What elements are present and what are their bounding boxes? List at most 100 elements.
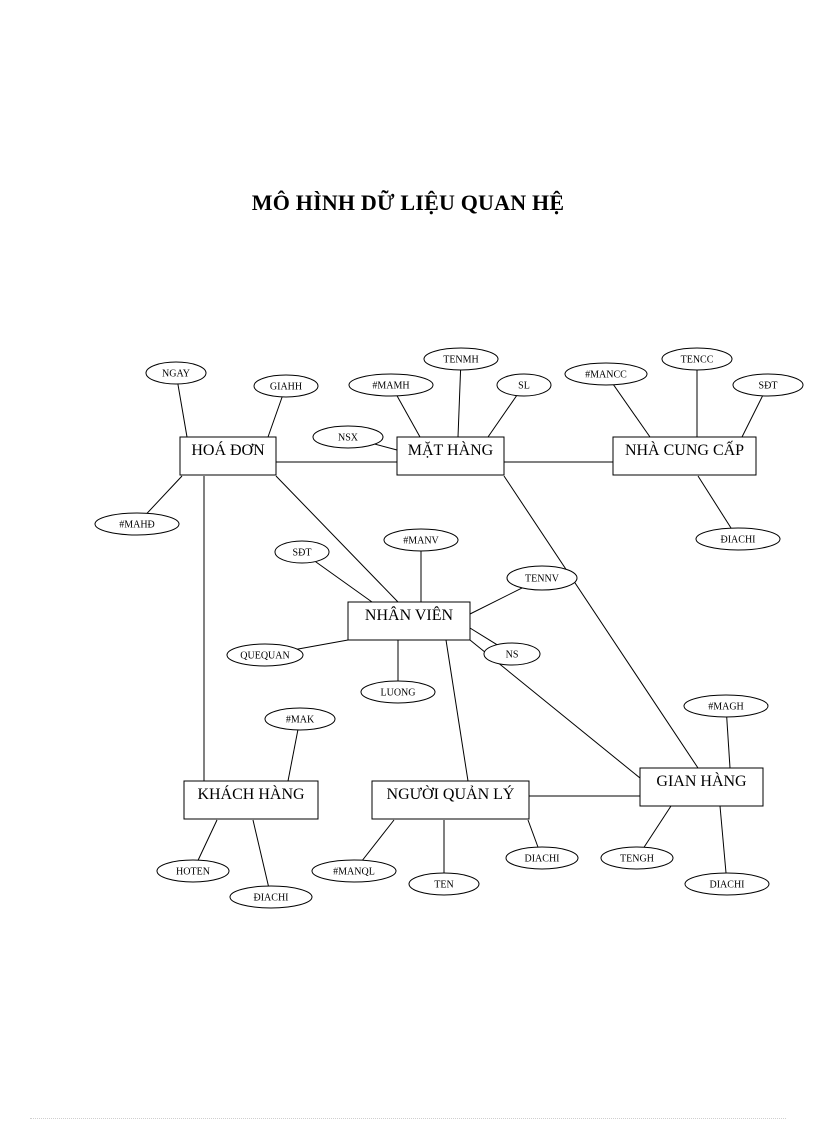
attribute-label: SĐT	[293, 548, 312, 559]
attribute-kh-mak: #MAK	[264, 707, 336, 731]
attribute-nv-sdt: SĐT	[274, 540, 330, 564]
attribute-mh-mamh: #MAMH	[348, 373, 434, 397]
attribute-mh-tenmh: TENMH	[423, 347, 499, 371]
entity-label: MẶT HÀNG	[408, 440, 494, 459]
attribute-oval	[312, 425, 384, 449]
attribute-mh-sl: SL	[496, 373, 552, 397]
attribute-nql-diachi: DIACHI	[505, 846, 579, 870]
attribute-connector-kh-diachi	[252, 819, 272, 898]
attribute-ncc-sdt: SĐT	[732, 373, 804, 397]
entity-label: GIAN HÀNG	[656, 771, 747, 790]
entity-label: NHÀ CUNG CẤP	[625, 440, 744, 459]
attribute-layer: NGAYGIAHH#MAHĐNSX#MAMHTENMHSL#MANCCTENCC…	[94, 347, 804, 909]
attribute-label: TENMH	[443, 355, 479, 366]
entity-box	[396, 436, 505, 476]
attribute-nql-ten: TEN	[408, 872, 480, 896]
attribute-label: TENGH	[620, 854, 654, 865]
entity-label: HOÁ ĐƠN	[191, 440, 265, 459]
attribute-oval	[156, 859, 230, 883]
attribute-oval	[506, 565, 578, 591]
entity-khachhang: KHÁCH HÀNG	[183, 780, 319, 820]
attribute-label: #MANQL	[333, 867, 375, 878]
entity-box	[639, 767, 764, 807]
entity-box	[347, 601, 471, 641]
attribute-oval	[383, 528, 459, 552]
attribute-label: #MANCC	[585, 370, 627, 381]
attribute-hd-ngay: NGAY	[145, 361, 207, 385]
attribute-label: SĐT	[759, 381, 778, 392]
attribute-label: GIAHH	[270, 382, 302, 393]
attribute-connector-mh-tenmh	[457, 358, 462, 438]
attribute-label: #MAHĐ	[119, 520, 155, 531]
attribute-oval	[311, 859, 397, 883]
attribute-oval	[683, 694, 769, 718]
attribute-nv-ns: NS	[483, 642, 541, 666]
entity-nhacungcap: NHÀ CUNG CẤP	[612, 436, 757, 476]
attribute-oval	[253, 374, 319, 398]
attribute-oval	[684, 872, 770, 896]
attribute-label: SL	[518, 381, 530, 392]
attribute-nv-luong: LUONG	[360, 680, 436, 704]
attribute-label: #MAGH	[708, 702, 744, 713]
attribute-nql-manql: #MANQL	[311, 859, 397, 883]
attribute-hd-mahd: #MAHĐ	[94, 512, 180, 536]
attribute-oval	[496, 373, 552, 397]
entity-label: NGƯỜI QUẢN LÝ	[387, 784, 515, 803]
entity-nhanvien: NHÂN VIÊN	[347, 601, 471, 641]
entity-nguoiquanly: NGƯỜI QUẢN LÝ	[371, 780, 530, 820]
attribute-oval	[94, 512, 180, 536]
entity-gianhang: GIAN HÀNG	[639, 767, 764, 807]
page-title: MÔ HÌNH DỮ LIỆU QUAN HỆ	[251, 190, 565, 215]
attribute-label: NSX	[338, 433, 359, 444]
attribute-nv-quequan: QUEQUAN	[226, 643, 304, 667]
attribute-label: ĐIACHI	[721, 535, 756, 546]
attribute-oval	[661, 347, 733, 371]
attribute-label: NGAY	[162, 369, 190, 380]
entity-label: KHÁCH HÀNG	[197, 784, 305, 803]
entity-layer: HOÁ ĐƠN MẶT HÀNG NHÀ CUNG CẤP NHÂN VIÊN KHÁC…	[179, 436, 764, 820]
attribute-oval	[229, 885, 313, 909]
attribute-kh-diachi: ĐIACHI	[229, 885, 313, 909]
attribute-oval	[483, 642, 541, 666]
attribute-gh-magh: #MAGH	[683, 694, 769, 718]
relationship-line-mathang-gianhang	[503, 475, 699, 769]
attribute-label: QUEQUAN	[240, 651, 289, 662]
attribute-oval	[695, 527, 781, 551]
attribute-oval	[505, 846, 579, 870]
attribute-label: #MAK	[286, 715, 315, 726]
attribute-oval	[423, 347, 499, 371]
attribute-label: DIACHI	[710, 880, 745, 891]
attribute-nv-manv: #MANV	[383, 528, 459, 552]
entity-label: NHÂN VIÊN	[365, 605, 454, 624]
attribute-label: LUONG	[381, 688, 416, 699]
attribute-label: NS	[506, 650, 519, 661]
attribute-label: HOTEN	[176, 867, 210, 878]
page-bottom-divider	[30, 1118, 786, 1119]
relationship-line-nhanvien-nguoiquanly	[445, 639, 469, 782]
attribute-oval	[408, 872, 480, 896]
attribute-ncc-diachi: ĐIACHI	[695, 527, 781, 551]
entity-box	[179, 436, 277, 476]
attribute-nv-tennv: TENNV	[506, 565, 578, 591]
attribute-oval	[564, 362, 648, 386]
attribute-connector-gh-diachi	[719, 805, 728, 885]
attribute-gh-tengh: TENGH	[600, 846, 674, 870]
attribute-label: TENNV	[525, 574, 560, 585]
attribute-label: TEN	[434, 880, 453, 891]
attribute-mh-nsx: NSX	[312, 425, 384, 449]
attribute-kh-hoten: HOTEN	[156, 859, 230, 883]
attribute-label: ĐIACHI	[254, 893, 289, 904]
attribute-label: DIACHI	[525, 854, 560, 865]
entity-box	[612, 436, 757, 476]
attribute-oval	[348, 373, 434, 397]
attribute-ncc-mancc: #MANCC	[564, 362, 648, 386]
attribute-oval	[360, 680, 436, 704]
attribute-hd-giahh: GIAHH	[253, 374, 319, 398]
relationship-line-hoadon-nhanvien	[275, 475, 399, 603]
attribute-gh-diachi: DIACHI	[684, 872, 770, 896]
attribute-oval	[732, 373, 804, 397]
attribute-oval	[145, 361, 207, 385]
entity-box	[183, 780, 319, 820]
attribute-label: #MAMH	[372, 381, 409, 392]
